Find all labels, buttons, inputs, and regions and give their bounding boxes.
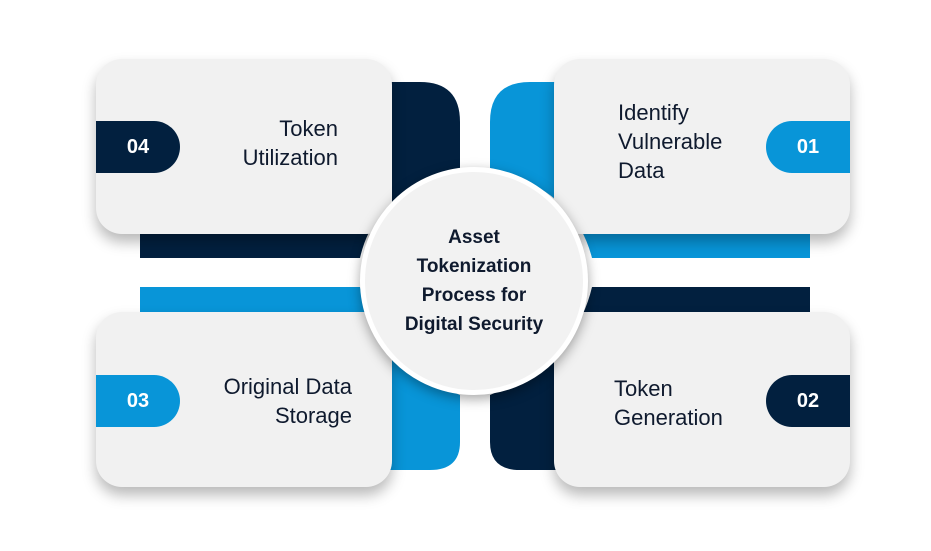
step-number-badge-02: 02 — [766, 375, 850, 427]
step-label-02: Token Generation — [614, 376, 723, 430]
center-title-circle: Asset Tokenization Process for Digital S… — [360, 167, 588, 395]
step-label-03: Original Data Storage — [223, 374, 352, 428]
step-number-badge-01: 01 — [766, 121, 850, 173]
step-card-03: 03 Original Data Storage — [96, 312, 392, 487]
step-label-01: Identify Vulnerable Data — [618, 100, 723, 183]
step-card-01: Identify Vulnerable Data 01 — [554, 59, 850, 234]
step-card-04: 04 Token Utilization — [96, 59, 392, 234]
step-number-badge-03: 03 — [96, 375, 180, 427]
step-number-badge-04: 04 — [96, 121, 180, 173]
step-number-02: 02 — [796, 389, 820, 412]
step-number-03: 03 — [126, 389, 150, 412]
center-title: Asset Tokenization Process for Digital S… — [404, 227, 544, 335]
step-number-04: 04 — [126, 135, 150, 158]
step-label-04: Token Utilization — [242, 116, 338, 170]
step-card-02: Token Generation 02 — [554, 312, 850, 487]
step-number-01: 01 — [796, 135, 820, 158]
